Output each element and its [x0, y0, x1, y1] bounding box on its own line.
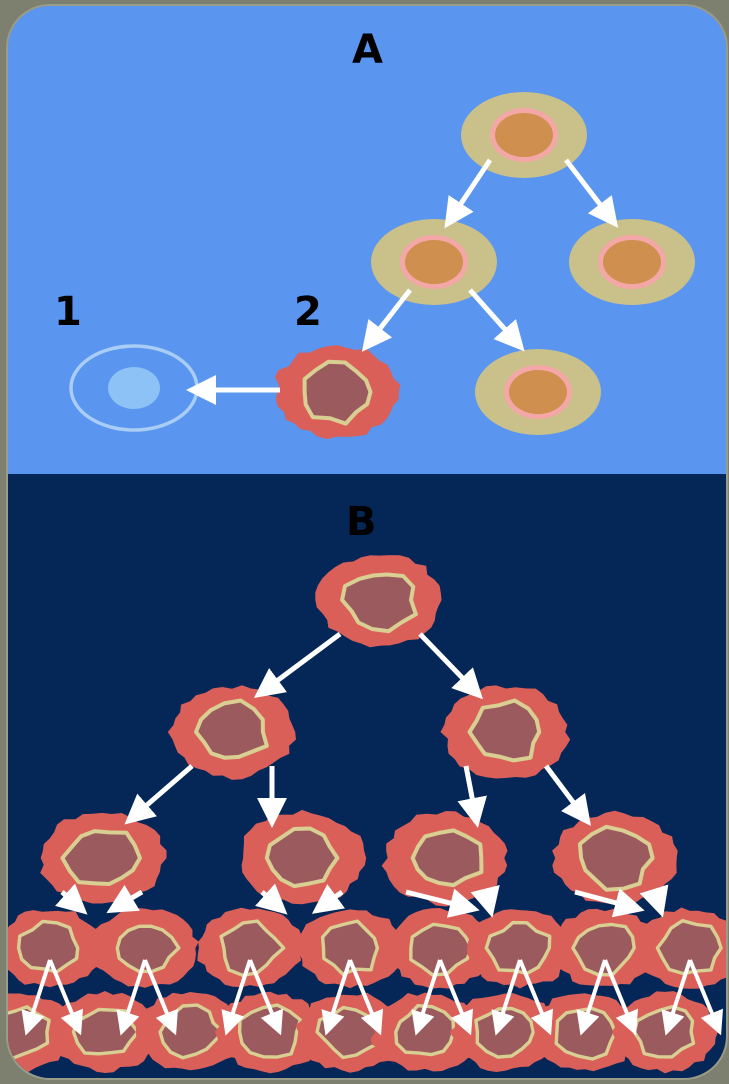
arrow-division [253, 631, 342, 698]
panel-a-label: A [352, 27, 383, 73]
arrow-division [248, 959, 284, 1036]
arrow-division [21, 959, 52, 1036]
cancer-cell [467, 909, 575, 989]
arrow-division [574, 888, 645, 918]
normal-cell-gen2-left [371, 219, 497, 305]
arrow-division [255, 883, 288, 915]
arrow-division [311, 884, 345, 914]
arrow-division [661, 959, 692, 1036]
normal-cell-gen3-right [475, 349, 601, 435]
cancer-cell [40, 812, 167, 904]
cancer-cell [385, 908, 493, 989]
cancer-cell [241, 809, 367, 905]
arrow-division [55, 883, 88, 915]
arrow-division [116, 959, 147, 1036]
step-label-damaged-cell: 2 [294, 289, 322, 335]
arrow-division [221, 959, 252, 1036]
cancer-cell [612, 991, 719, 1074]
arrow-division [124, 764, 194, 825]
arrow-division [457, 765, 487, 828]
panel-a-cells [69, 92, 695, 439]
arrow-division [564, 158, 619, 228]
arrow-division [603, 959, 639, 1036]
arrow-division [106, 884, 144, 914]
arrow-division [418, 632, 483, 700]
arrow-division [48, 959, 84, 1036]
panel-b-label: B [346, 499, 377, 545]
cancer-cell [295, 909, 405, 989]
arrow-division [544, 764, 591, 826]
arrow-division [405, 888, 480, 918]
arrow-division [444, 158, 493, 229]
arrow-division [321, 959, 352, 1036]
arrow-division [491, 959, 522, 1036]
cancer-cell [315, 555, 442, 648]
cancer-cell [552, 908, 660, 986]
cancer-cell [167, 685, 296, 780]
arrow-division [688, 959, 724, 1036]
panel-b-cells [8, 555, 726, 1074]
arrow-division [361, 288, 412, 352]
arrow-division [143, 959, 179, 1036]
arrow-division [348, 959, 384, 1036]
arrow-division [518, 959, 554, 1036]
arrow-division [470, 884, 500, 918]
cancer-cell [8, 910, 104, 988]
cancer-cell [197, 907, 304, 988]
cancer-cell [552, 810, 678, 905]
normal-cell-parent [461, 92, 587, 178]
arrow-division [438, 959, 474, 1036]
arrow-division [468, 288, 525, 352]
damaged-cell [274, 345, 401, 439]
cancer-cell [381, 811, 508, 907]
cancer-cell [92, 907, 199, 988]
dead-cell [69, 344, 199, 432]
arrow-division [411, 959, 442, 1036]
cancer-cell [635, 907, 726, 989]
normal-cell-gen2-right [569, 219, 695, 305]
cancer-cell [440, 685, 571, 779]
arrow-division [576, 959, 607, 1036]
step-label-dead-cell: 1 [54, 289, 82, 335]
arrow-division [639, 884, 669, 918]
